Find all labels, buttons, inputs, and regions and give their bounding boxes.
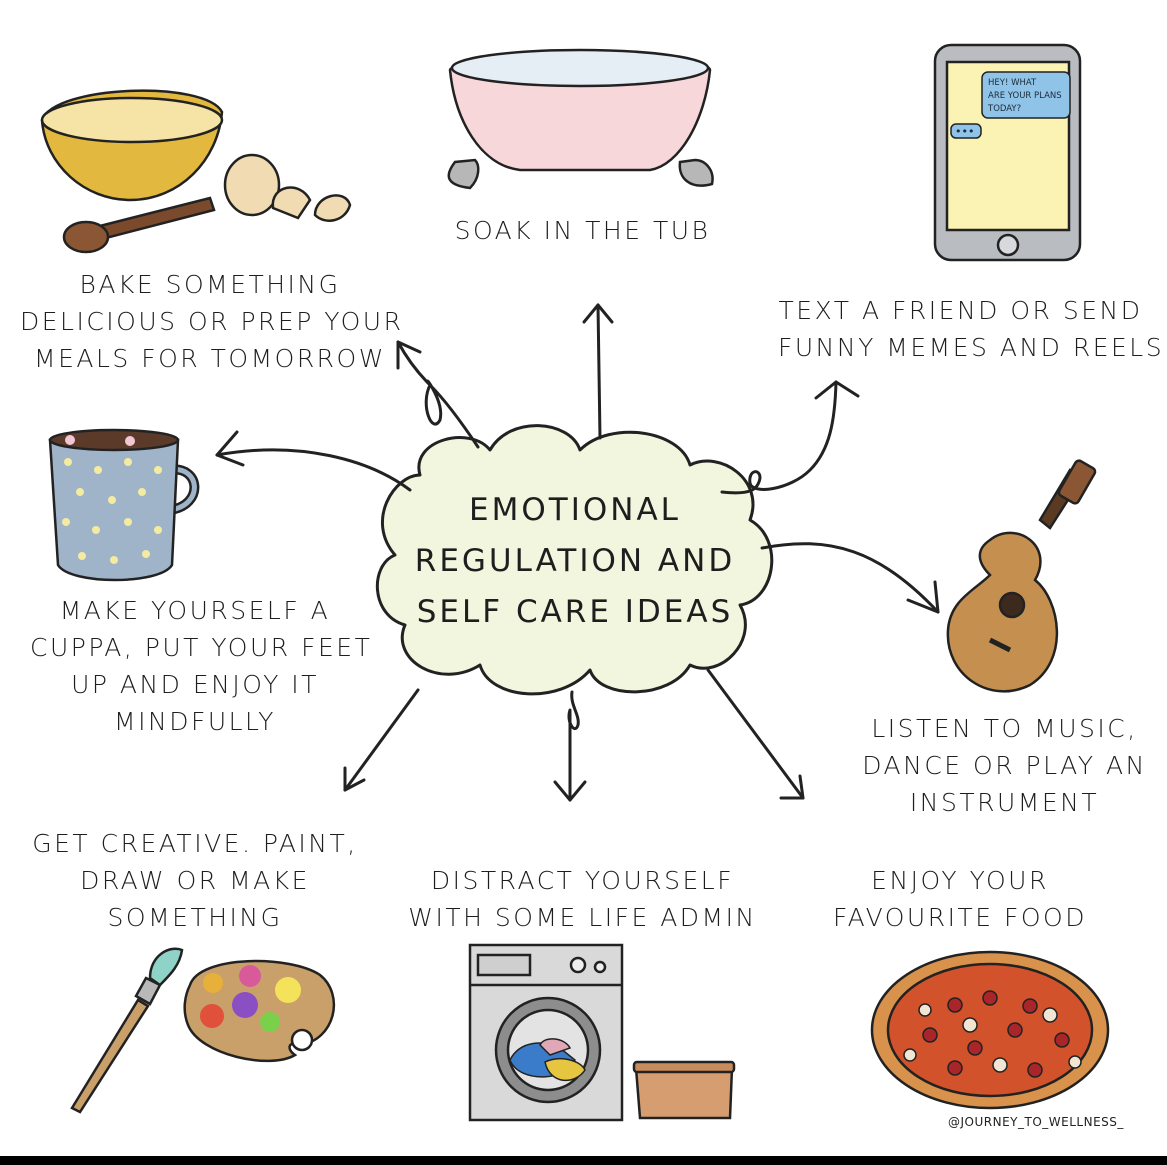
idea-music-line-2: DANCE OR PLAY AN bbox=[862, 751, 1147, 780]
author-credit: @JOURNEY_TO_WELLNESS_ bbox=[948, 1115, 1124, 1129]
mixing-bowl-icon bbox=[40, 89, 224, 202]
center-title-line-3: SELF CARE IDEAS bbox=[416, 594, 734, 630]
idea-bake-line-3: MEALS FOR TOMORROW bbox=[34, 344, 386, 373]
idea-cuppa-line-4: MINDFULLY bbox=[114, 707, 276, 736]
phone-message-line-1: HEY! WHAT bbox=[988, 78, 1037, 88]
polka-dot-mug-icon bbox=[48, 428, 200, 582]
phone-typing-indicator: ••• bbox=[955, 125, 974, 138]
wooden-spoon-icon bbox=[62, 196, 216, 254]
idea-text-line-2: FUNNY MEMES AND REELS bbox=[778, 333, 1165, 362]
arrow-to-cuppa bbox=[215, 430, 412, 492]
eggs-icon bbox=[223, 153, 352, 222]
bathtub-icon bbox=[447, 48, 714, 190]
pizza-icon bbox=[870, 950, 1110, 1110]
idea-text: TEXT A FRIEND OR SEND FUNNY MEMES AND RE… bbox=[778, 292, 1165, 366]
idea-music-line-3: INSTRUMENT bbox=[909, 788, 1100, 817]
guitar-icon bbox=[946, 459, 1097, 693]
idea-creative: GET CREATIVE. PAINT, DRAW OR MAKE SOMETH… bbox=[30, 825, 360, 936]
idea-admin: DISTRACT YOURSELF WITH SOME LIFE ADMIN bbox=[400, 862, 765, 936]
idea-admin-line-1: DISTRACT YOURSELF bbox=[430, 866, 735, 895]
arrow-to-admin bbox=[553, 690, 587, 802]
central-cloud bbox=[375, 424, 774, 696]
idea-creative-line-2: DRAW OR MAKE bbox=[80, 866, 310, 895]
center-title: EMOTIONAL REGULATION AND SELF CARE IDEAS bbox=[405, 485, 745, 638]
arrow-to-bake bbox=[396, 340, 480, 449]
idea-bake: BAKE SOMETHING DELICIOUS OR PREP YOUR ME… bbox=[20, 266, 404, 377]
arrow-to-tub bbox=[582, 303, 614, 440]
idea-cuppa-line-2: CUPPA, PUT YOUR FEET bbox=[30, 633, 373, 662]
arrow-to-text bbox=[720, 380, 860, 495]
idea-creative-line-3: SOMETHING bbox=[107, 903, 283, 932]
arrow-to-music bbox=[760, 542, 940, 614]
idea-cuppa: MAKE YOURSELF A CUPPA, PUT YOUR FEET UP … bbox=[30, 592, 373, 740]
idea-bake-line-1: BAKE SOMETHING bbox=[79, 270, 341, 299]
idea-creative-line-1: GET CREATIVE. PAINT, bbox=[32, 829, 358, 858]
center-title-line-2: REGULATION AND bbox=[414, 543, 736, 579]
idea-cuppa-line-1: MAKE YOURSELF A bbox=[59, 596, 331, 625]
idea-text-line-1: TEXT A FRIEND OR SEND bbox=[778, 296, 1143, 325]
arrow-to-creative bbox=[343, 688, 420, 792]
laundry-basket-icon bbox=[632, 1060, 736, 1120]
phone-icon bbox=[933, 43, 1082, 262]
idea-tub: SOAK IN THE TUB bbox=[430, 212, 735, 249]
paintbrush-icon bbox=[70, 947, 184, 1114]
idea-food-line-1: ENJOY YOUR bbox=[871, 866, 1049, 895]
paint-palette-icon bbox=[183, 959, 336, 1063]
center-title-line-1: EMOTIONAL bbox=[469, 492, 681, 528]
idea-tub-line-1: SOAK IN THE TUB bbox=[454, 216, 711, 245]
idea-food-line-2: FAVOURITE FOOD bbox=[833, 903, 1087, 932]
idea-cuppa-line-3: UP AND ENJOY IT bbox=[71, 670, 319, 699]
phone-message-line-2: ARE YOUR PLANS bbox=[988, 91, 1062, 101]
idea-food: ENJOY YOUR FAVOURITE FOOD bbox=[830, 862, 1090, 936]
idea-music-line-1: LISTEN TO MUSIC, bbox=[871, 714, 1138, 743]
washing-machine-icon bbox=[468, 943, 624, 1122]
idea-bake-line-2: DELICIOUS OR PREP YOUR bbox=[20, 307, 404, 336]
phone-message-line-3: TODAY? bbox=[987, 104, 1021, 114]
arrow-to-food bbox=[706, 668, 805, 800]
idea-music: LISTEN TO MUSIC, DANCE OR PLAY AN INSTRU… bbox=[862, 710, 1147, 821]
bottom-border bbox=[0, 1156, 1167, 1165]
idea-admin-line-2: WITH SOME LIFE ADMIN bbox=[408, 903, 757, 932]
